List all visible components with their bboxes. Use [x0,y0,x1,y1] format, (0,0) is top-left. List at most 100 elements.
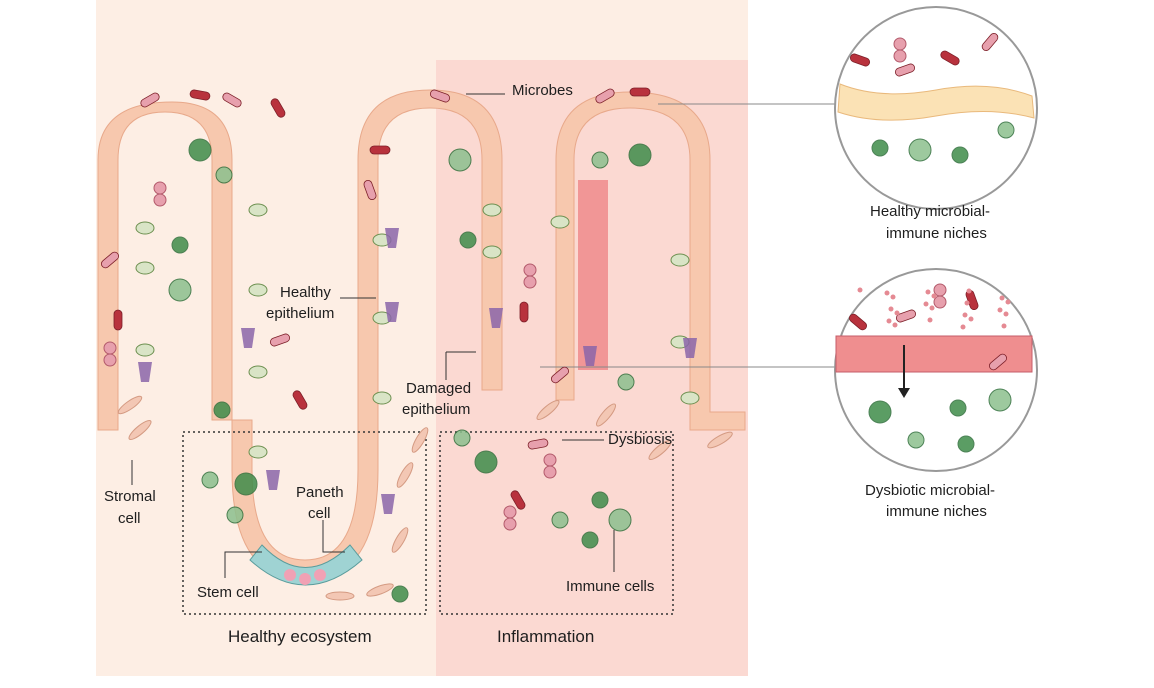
goblet-cell [248,365,268,379]
coccus [103,353,117,367]
bacterium [551,366,569,384]
stromal-cell-label-line1: Stromal [104,488,156,505]
stromal-cell [117,395,143,415]
tuft-cell [385,302,399,322]
bacterium [894,63,916,77]
dysbiotic-niches-label-line2: immune niches [886,503,987,520]
paneth-cell-label-line1: Paneth [296,484,344,501]
bacterium [292,390,308,410]
immune-cell [448,148,472,172]
immune-cell [234,472,258,496]
bacterium [270,98,286,118]
immune-cell [581,531,599,549]
microbial-debris [923,301,929,307]
microbial-debris [925,289,931,295]
microbial-debris [890,294,896,300]
coccus [503,517,517,531]
bacterium [527,438,549,450]
goblet-cell [135,343,155,357]
inflamed-villus-epithelium [555,91,746,431]
immune-cell [226,506,244,524]
coccus [543,453,557,467]
immune-cell [988,388,1012,412]
immune-cell [474,450,498,474]
microbes-label: Microbes [512,82,573,99]
microbial-debris [966,288,972,294]
microbial-debris [884,290,890,296]
bacterium [989,353,1007,371]
immune-cell [957,435,975,453]
goblet-cell [482,203,502,217]
healthy-epithelium-label-line1: Healthy [280,284,331,301]
tuft-cell [683,338,697,358]
immune-cell [628,143,652,167]
tuft-cell [583,346,597,366]
coccus [893,37,907,51]
immune-cell [871,139,889,157]
tuft-cell [489,308,503,328]
immune-cell [551,511,569,529]
bacterium [189,89,211,101]
immune-cell [591,491,609,509]
bacterium [369,145,391,155]
bacterium [849,313,867,331]
paneth-granule [314,569,326,581]
goblet-cell [680,391,700,405]
inflammation-box [439,431,674,615]
damaged-epithelium-label-line2: epithelium [402,401,471,418]
immune-cell [188,138,212,162]
tuft-cell [138,362,152,382]
paneth-leader [322,520,345,553]
stromal-cell [595,403,617,427]
coccus [933,295,947,309]
stromal-cell [536,399,560,421]
upper-healthy-background [436,0,748,60]
microbial-debris [857,287,863,293]
immune-cell [591,151,609,169]
bacterium [595,88,615,104]
goblet-cell [482,245,502,259]
goblet-cell [550,215,570,229]
healthy-ecosystem-box [182,431,427,615]
goblet-cell [670,253,690,267]
bacterium [101,251,119,269]
inflammation-label: Inflammation [497,627,595,646]
coccus [103,341,117,355]
immune-cell [951,146,969,164]
microbial-debris [886,318,892,324]
microbial-debris [997,307,1003,313]
healthy-niches-label-line1: Healthy microbial- [870,203,991,220]
paneth-granule [284,569,296,581]
immune-cells-label: Immune cells [566,578,655,595]
healthy-villus-epithelium [97,101,233,431]
healthy-niche-inset [834,6,1038,210]
microbial-debris [962,312,968,318]
bacterium [363,179,377,201]
immune-cell [868,400,892,424]
bacterium [940,50,960,66]
coccus [893,49,907,63]
stromal-cell [366,583,394,597]
bacterium [113,309,123,331]
healthy-ecosystem-label: Healthy ecosystem [228,627,372,646]
immune-cell [617,373,635,391]
microbial-debris [929,305,935,311]
bacterium [895,309,917,323]
damaged-epithelium-column [578,180,608,370]
microbial-debris [931,293,937,299]
immune-cell [391,585,409,603]
microbial-debris [927,317,933,323]
coccus [523,275,537,289]
microbial-debris [892,322,898,328]
tuft-cell [241,328,255,348]
coccus [933,283,947,297]
bacterium [269,333,291,347]
healthy-epithelium-label-line2: epithelium [266,305,335,322]
stromal-cell [396,462,414,488]
microbial-debris [968,316,974,322]
stem-cell-label: Stem cell [197,584,259,601]
microbial-debris [1003,311,1009,317]
goblet-cell [248,203,268,217]
immune-cell [201,471,219,489]
